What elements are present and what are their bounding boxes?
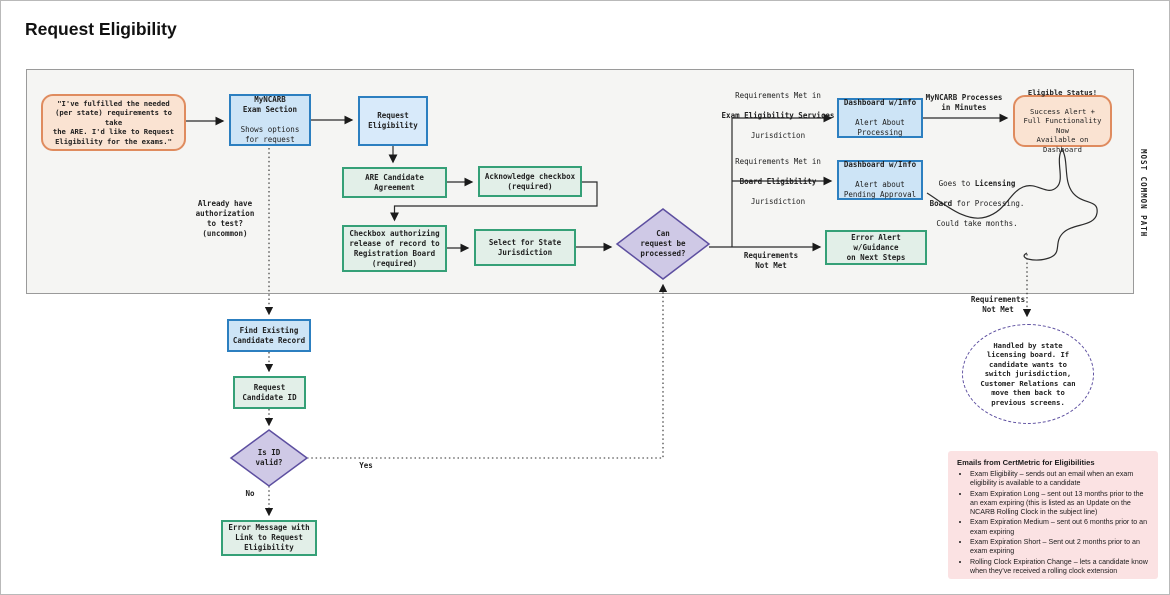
emails-note-item: Exam Expiration Long – sent out 13 month… [970, 490, 1149, 518]
node-request-candidate-id: Request Candidate ID [233, 376, 306, 409]
dashboard-processing-title: Dashboard w/Info [843, 98, 917, 107]
label-no: No [245, 489, 255, 498]
emails-note-item: Exam Expiration Short – Sent out 2 month… [970, 538, 1149, 557]
emails-note-item: Rolling Clock Expiration Change – lets a… [970, 558, 1149, 577]
emails-note-title: Emails from CertMetric for Eligibilities [957, 458, 1095, 467]
node-eligible-status: Eligible Status! Success Alert + Full Fu… [1013, 88, 1112, 154]
dashboard-pending-title: Dashboard w/Info [843, 160, 917, 169]
emails-note-list: Exam Eligibility – sends out an email wh… [957, 470, 1149, 576]
label-already-have-authorization: Already have authorization to test? (unc… [195, 199, 255, 238]
are-agreement-text: ARE Candidate Agreement [365, 172, 424, 192]
request-eligibility-text: Request Eligibility [368, 111, 418, 130]
request-id-text: Request Candidate ID [242, 382, 297, 402]
node-checkbox-authorizing: Checkbox authorizing release of record t… [342, 225, 447, 272]
node-candidate-quote: "I've fulfilled the needed (per state) r… [41, 94, 186, 151]
node-error-message-link: Error Message with Link to Request Eligi… [221, 520, 317, 556]
label-requirements-met-exam: Requirements Met in Exam Eligibility Ser… [721, 91, 835, 140]
find-existing-text: Find Existing Candidate Record [232, 325, 306, 345]
node-myncarb-exam-section: MyNCARB Exam Section Shows options for r… [229, 94, 311, 146]
myncarb-node-detail: Shows options for request [240, 125, 300, 144]
label-requirements-met-board: Requirements Met in Board Eligibility Ju… [735, 157, 821, 206]
decision-can-request-be-processed: Can request be processed? [617, 209, 709, 279]
node-select-state-jurisdiction: Select for State Jurisdiction [474, 229, 576, 266]
label-requirements-not-met: Requirements Not Met [743, 251, 799, 270]
decision-is-id-valid: Is ID valid? [231, 430, 307, 486]
candidate-quote-text: "I've fulfilled the needed (per state) r… [52, 98, 175, 146]
state-board-note-ellipse: Handled by state licensing board. If can… [962, 324, 1094, 424]
solid-connectors [186, 113, 1098, 261]
error-alert-text: Error Alert w/Guidance on Next Steps [846, 232, 906, 262]
page-title: Request Eligibility [25, 19, 177, 39]
label-requirements-not-met-right: Requirements Not Met [970, 295, 1026, 314]
emails-note: Emails from CertMetric for Eligibilities… [948, 451, 1158, 579]
most-common-path-label: MOST COMMON PATH [1139, 149, 1148, 238]
node-error-alert-guidance: Error Alert w/Guidance on Next Steps [825, 230, 927, 265]
can-processed-text: Can request be processed? [640, 229, 686, 258]
node-dashboard-processing: Dashboard w/Info Alert About Processing [837, 98, 923, 138]
label-yes: Yes [359, 461, 373, 470]
node-acknowledge-checkbox: Acknowledge checkbox (required) [478, 166, 582, 197]
emails-note-item: Exam Eligibility – sends out an email wh… [970, 470, 1149, 489]
select-state-text: Select for State Jurisdiction [488, 237, 562, 257]
acknowledge-checkbox-text: Acknowledge checkbox (required) [484, 171, 576, 191]
label-goes-to-licensing: Goes to Licensing Board for Processing. … [929, 179, 1025, 228]
dashboard-processing-detail: Alert About Processing [855, 118, 905, 137]
emails-note-item: Exam Expiration Medium – sent out 6 mont… [970, 518, 1149, 537]
checkbox-authorizing-text: Checkbox authorizing release of record t… [349, 228, 440, 268]
myncarb-node-title: MyNCARB Exam Section [242, 95, 298, 114]
label-myncarb-processes: MyNCARB Processes in Minutes [925, 93, 1003, 112]
node-request-eligibility: Request Eligibility [358, 96, 428, 146]
dashboard-pending-detail: Alert about Pending Approval [843, 180, 917, 199]
error-message-text: Error Message with Link to Request Eligi… [228, 523, 310, 552]
node-dashboard-pending-approval: Dashboard w/Info Alert about Pending App… [837, 160, 923, 200]
node-find-existing-record: Find Existing Candidate Record [227, 319, 311, 352]
node-are-candidate-agreement: ARE Candidate Agreement [342, 167, 447, 198]
eligible-status-detail: Success Alert + Full Functionality Now A… [1023, 106, 1102, 154]
long-wait-squiggle [926, 147, 1098, 261]
state-board-note-text: Handled by state licensing board. If can… [980, 340, 1076, 407]
dotted-connectors [264, 148, 1032, 517]
is-id-valid-text: Is ID valid? [255, 448, 283, 467]
eligible-status-title: Eligible Status! [1027, 87, 1098, 97]
decision-diamonds [229, 208, 711, 487]
